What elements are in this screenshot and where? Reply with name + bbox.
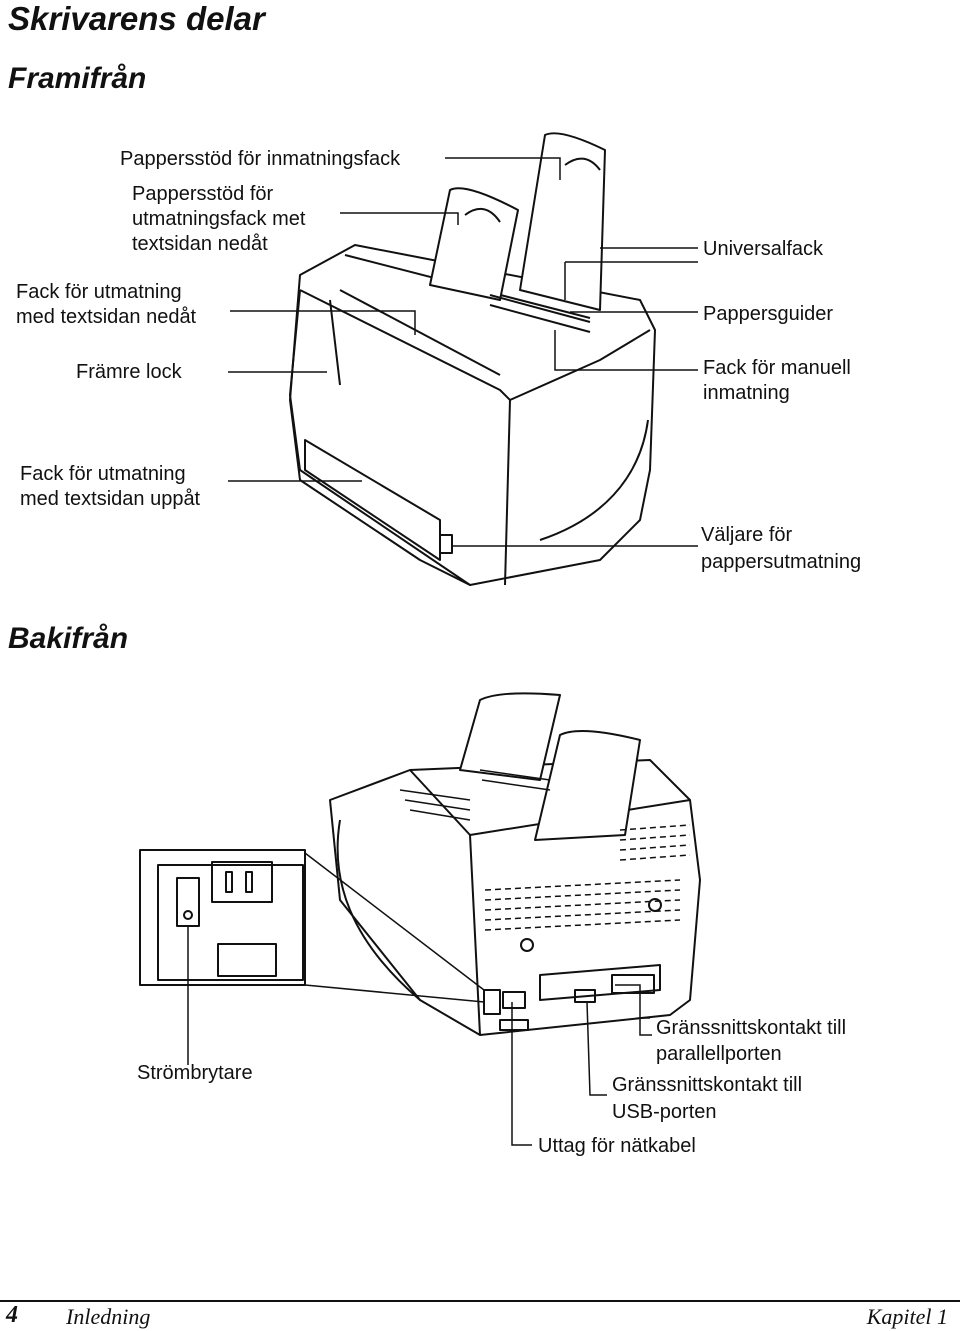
back-view-heading: Bakifrån [8, 622, 129, 655]
label-paper-support-output-1: Pappersstöd för [132, 183, 274, 205]
page-title: Skrivarens delar [8, 0, 265, 37]
label-faceup-tray-2: med textsidan uppåt [20, 488, 201, 510]
label-power-switch: Strömbrytare [137, 1062, 253, 1084]
label-paper-support-output-2: utmatningsfack met [132, 208, 306, 230]
power-panel-inset [139, 849, 485, 1003]
leader-lines [187, 157, 698, 1146]
label-manual-feed-2: inmatning [703, 382, 790, 404]
label-paper-guides: Pappersguider [703, 303, 834, 325]
page-number: 4 [6, 1302, 18, 1328]
label-parallel-port-1: Gränssnittskontakt till [656, 1017, 847, 1039]
label-usb-port-2: USB-porten [612, 1101, 717, 1123]
label-paper-support-input: Pappersstöd för inmatningsfack [120, 148, 401, 170]
chapter-label: Kapitel 1 [866, 1304, 948, 1329]
label-output-selector-1: Väljare för [701, 524, 793, 546]
chapter-name: Inledning [66, 1304, 151, 1329]
label-output-selector-2: pappersutmatning [701, 551, 862, 573]
label-facedown-tray-1: Fack för utmatning [16, 281, 182, 303]
label-front-cover: Främre lock [76, 361, 182, 383]
label-multipurpose-tray: Universalfack [703, 238, 824, 260]
footer-rule [0, 1300, 960, 1302]
back-printer-illustration [329, 692, 701, 1036]
label-faceup-tray-1: Fack för utmatning [20, 463, 186, 485]
label-parallel-port-2: parallellporten [656, 1043, 782, 1065]
label-facedown-tray-2: med textsidan nedåt [16, 306, 197, 328]
label-power-socket: Uttag för nätkabel [538, 1135, 696, 1157]
label-usb-port-1: Gränssnittskontakt till [612, 1074, 803, 1096]
front-view-heading: Framifrån [8, 62, 147, 95]
label-paper-support-output-3: textsidan nedåt [132, 233, 268, 255]
front-printer-illustration [289, 132, 656, 586]
label-manual-feed-1: Fack för manuell [703, 357, 851, 379]
